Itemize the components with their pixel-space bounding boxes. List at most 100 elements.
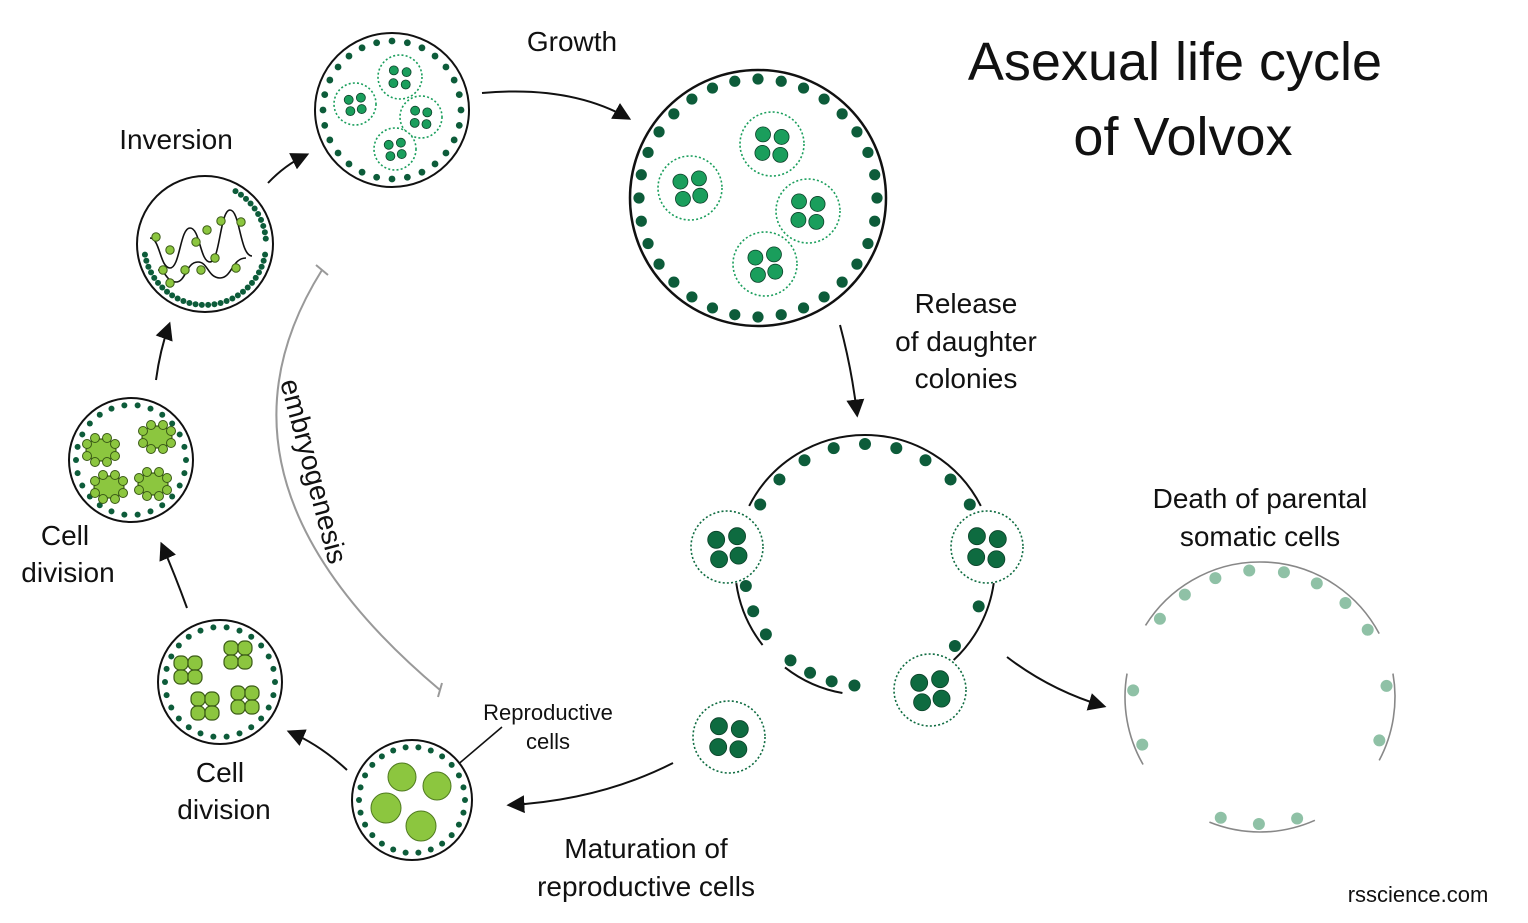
somatic-cell — [321, 91, 329, 99]
daughter-colony-outline — [333, 82, 377, 126]
somatic-cell — [169, 493, 176, 500]
somatic-cell — [248, 724, 255, 731]
arrow-growth — [481, 90, 632, 120]
somatic-cell — [345, 160, 353, 168]
somatic-cell — [836, 276, 848, 288]
embryogenesis-arc-end-bar — [437, 682, 443, 698]
embryo-cell — [173, 669, 189, 685]
daughter-gonidium — [388, 65, 399, 76]
somatic-cell — [635, 215, 647, 227]
somatic-cell — [403, 39, 411, 47]
somatic-cell — [944, 473, 957, 486]
somatic-cell — [174, 295, 181, 302]
daughter-colony — [657, 155, 723, 221]
arrow-to-inversion — [155, 321, 173, 381]
somatic-cell — [403, 173, 411, 181]
somatic-cell — [402, 849, 409, 856]
embryo-cell — [138, 438, 148, 448]
mature-colony — [351, 739, 473, 861]
embryo-cell — [134, 473, 144, 483]
embryogenesis-arc-start-bar — [315, 264, 329, 276]
daughter-colony — [692, 700, 766, 774]
somatic-cell — [262, 235, 269, 242]
somatic-cell — [373, 39, 381, 47]
somatic-cell — [653, 258, 665, 270]
somatic-cell — [747, 605, 760, 618]
somatic-cell — [869, 169, 881, 181]
daughter-gonidium — [932, 689, 951, 708]
young-colony — [314, 32, 470, 188]
somatic-cell — [369, 832, 376, 839]
somatic-cell — [427, 747, 434, 754]
somatic-cell — [362, 772, 369, 779]
embryo-cell — [244, 685, 260, 701]
embryo-cell — [102, 457, 112, 467]
somatic-cell — [134, 402, 141, 409]
label-release-line1: Release — [915, 288, 1018, 319]
somatic-cell — [851, 126, 863, 138]
somatic-cell — [176, 431, 183, 438]
label-cell-division-left-line2: division — [21, 557, 114, 588]
somatic-cell — [211, 301, 218, 308]
somatic-cell — [108, 405, 115, 412]
label-release-line3: colonies — [915, 363, 1018, 394]
embryo-cell — [237, 654, 253, 670]
somatic-cell — [79, 431, 86, 438]
embryo-cell — [190, 705, 206, 721]
somatic-cell — [455, 772, 462, 779]
daughter-colony — [373, 127, 417, 171]
somatic-cell — [668, 108, 680, 120]
somatic-cell — [210, 733, 217, 740]
inverting-cell — [216, 216, 226, 226]
somatic-cell — [163, 665, 170, 672]
somatic-cell — [242, 195, 249, 202]
embryo-cell — [142, 467, 152, 477]
somatic-cell — [754, 498, 767, 511]
embryo-cell — [90, 488, 100, 498]
embryo-cell — [110, 451, 120, 461]
somatic-cell — [457, 106, 465, 114]
embryo-cell — [98, 470, 108, 480]
daughter-gonidium — [709, 738, 728, 756]
embryo-cell — [158, 444, 168, 454]
reproductive-cell — [422, 771, 452, 801]
somatic-cell — [686, 291, 698, 303]
somatic-cell — [390, 747, 397, 754]
daughter-colony-outline — [399, 95, 443, 139]
inverting-cell — [231, 263, 241, 273]
somatic-cell — [334, 63, 342, 71]
somatic-cell — [181, 443, 188, 450]
embryo-cell — [187, 669, 203, 685]
somatic-cell — [859, 438, 871, 450]
somatic-cell — [797, 302, 810, 314]
somatic-cell — [236, 627, 243, 634]
somatic-cell — [159, 502, 166, 509]
somatic-cell — [357, 809, 364, 816]
daughter-gonidium — [809, 196, 826, 212]
daughter-gonidium — [710, 717, 728, 736]
somatic-cell — [686, 93, 698, 105]
somatic-cell — [378, 840, 385, 847]
embryo-cell — [138, 426, 148, 436]
somatic-cell — [706, 82, 719, 94]
dead-somatic-cell — [1380, 679, 1393, 692]
dead-somatic-cell — [1209, 572, 1222, 585]
somatic-cell — [265, 704, 272, 711]
somatic-cell — [388, 175, 396, 183]
somatic-cell — [345, 52, 353, 60]
daughter-gonidium — [410, 105, 421, 116]
dead-wall-left — [1124, 673, 1144, 765]
somatic-cell — [258, 642, 265, 649]
embryo-cell — [90, 476, 100, 486]
arrow-maturation — [506, 762, 674, 814]
daughter-gonidium — [385, 151, 396, 162]
embryo-cell — [110, 470, 120, 480]
somatic-cell — [141, 251, 148, 258]
somatic-cell — [462, 797, 468, 803]
somatic-cell — [244, 284, 251, 291]
daughter-gonidium — [422, 107, 433, 118]
reproductive-cell — [387, 762, 417, 792]
embryo-cell — [204, 691, 220, 707]
somatic-cell — [192, 301, 199, 308]
somatic-cell — [460, 809, 467, 816]
